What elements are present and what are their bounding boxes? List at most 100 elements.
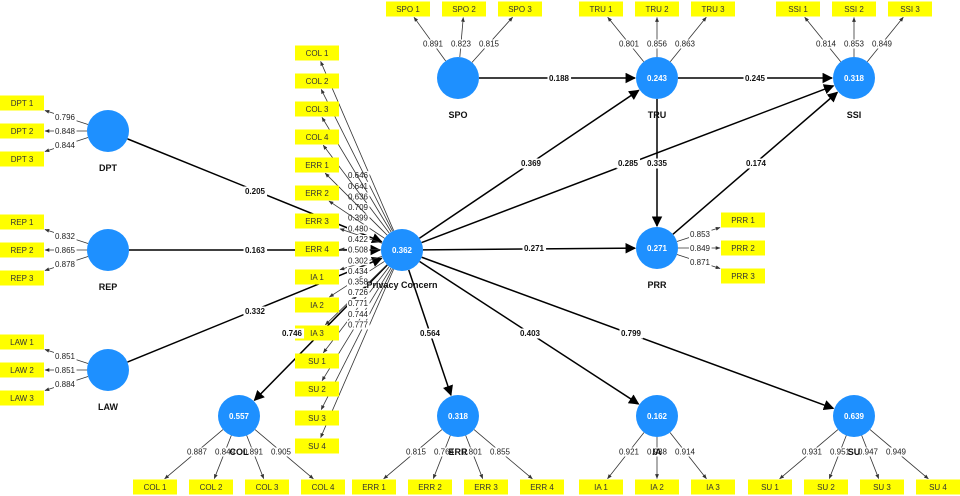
loading-line — [413, 16, 447, 62]
indicator-dpt-2[interactable]: DPT 2 — [0, 123, 44, 139]
indicator-label: IA 3 — [310, 329, 324, 338]
indicator-col-2[interactable]: COL 2 — [295, 73, 339, 89]
indicator-box — [386, 1, 430, 17]
indicator-label: REP 3 — [11, 274, 35, 283]
loading-value: 0.399 — [348, 214, 369, 223]
indicator-su-2[interactable]: SU 2 — [295, 381, 339, 397]
indicator-err-2[interactable]: ERR 2 — [408, 479, 452, 495]
coefficient-label-bg — [280, 328, 305, 339]
indicator-rep-1[interactable]: REP 1 — [0, 214, 44, 230]
loading-label-bg — [688, 258, 712, 267]
loading-value: 0.646 — [348, 171, 369, 180]
indicator-su-2[interactable]: SU 2 — [804, 479, 848, 495]
indicator-spo-2[interactable]: SPO 2 — [442, 1, 486, 17]
loading-label-bg — [185, 447, 209, 457]
indicator-tru-2[interactable]: TRU 2 — [635, 1, 679, 17]
latent-circle — [437, 57, 479, 99]
loading-label-bg — [213, 447, 237, 457]
latent-spo[interactable]: SPO — [437, 57, 479, 120]
indicator-su-1[interactable]: SU 1 — [748, 479, 792, 495]
loading-line — [465, 435, 484, 480]
loading-label-bg — [53, 352, 77, 361]
indicator-dpt-1[interactable]: DPT 1 — [0, 95, 44, 111]
indicator-box — [0, 242, 44, 258]
indicator-col-1[interactable]: COL 1 — [133, 479, 177, 495]
indicator-prr-2[interactable]: PRR 2 — [721, 240, 765, 256]
indicator-err-4[interactable]: ERR 4 — [295, 241, 339, 257]
loading-label-bg — [884, 447, 908, 457]
loading-label-bg — [617, 447, 641, 457]
indicator-err-4[interactable]: ERR 4 — [520, 479, 564, 495]
latent-law[interactable]: LAW — [87, 349, 129, 412]
loading-value: 0.801 — [619, 40, 640, 49]
indicator-err-3[interactable]: ERR 3 — [295, 213, 339, 229]
loading-value: 0.796 — [55, 113, 76, 122]
indicator-col-3[interactable]: COL 3 — [245, 479, 289, 495]
indicator-col-3[interactable]: COL 3 — [295, 101, 339, 117]
loading-label-bg — [346, 181, 370, 191]
indicator-col-4[interactable]: COL 4 — [295, 129, 339, 145]
indicator-err-1[interactable]: ERR 1 — [352, 479, 396, 495]
coefficient-label-bg — [243, 186, 268, 197]
indicator-col-2[interactable]: COL 2 — [189, 479, 233, 495]
indicator-rep-3[interactable]: REP 3 — [0, 270, 44, 286]
indicator-su-4[interactable]: SU 4 — [295, 438, 339, 454]
path-coefficient: 0.285 — [618, 159, 639, 168]
indicator-tru-1[interactable]: TRU 1 — [579, 1, 623, 17]
latent-circle — [87, 229, 129, 271]
indicator-box — [245, 479, 289, 495]
loading-value: 0.801 — [462, 448, 483, 457]
latent-circle — [636, 57, 678, 99]
indicator-law-3[interactable]: LAW 3 — [0, 390, 44, 406]
indicator-tru-3[interactable]: TRU 3 — [691, 1, 735, 17]
path-coefficient: 0.205 — [245, 187, 266, 196]
indicator-spo-3[interactable]: SPO 3 — [498, 1, 542, 17]
indicator-spo-1[interactable]: SPO 1 — [386, 1, 430, 17]
indicator-box — [916, 479, 960, 495]
indicator-ssi-2[interactable]: SSI 2 — [832, 1, 876, 17]
indicator-box — [0, 214, 44, 230]
loading-value: 0.641 — [348, 182, 369, 191]
indicator-su-3[interactable]: SU 3 — [295, 410, 339, 426]
indicator-ssi-3[interactable]: SSI 3 — [888, 1, 932, 17]
indicator-err-1[interactable]: ERR 1 — [295, 157, 339, 173]
indicator-law-1[interactable]: LAW 1 — [0, 334, 44, 350]
indicator-err-2[interactable]: ERR 2 — [295, 185, 339, 201]
indicator-law-2[interactable]: LAW 2 — [0, 362, 44, 378]
indicator-ia-1[interactable]: IA 1 — [579, 479, 623, 495]
indicator-box — [295, 241, 339, 257]
indicator-ia-2[interactable]: IA 2 — [295, 297, 339, 313]
indicator-col-4[interactable]: COL 4 — [301, 479, 345, 495]
indicator-label: SPO 2 — [452, 5, 476, 14]
indicator-err-3[interactable]: ERR 3 — [464, 479, 508, 495]
indicator-ssi-1[interactable]: SSI 1 — [776, 1, 820, 17]
indicator-prr-1[interactable]: PRR 1 — [721, 212, 765, 228]
indicator-label: SSI 2 — [844, 5, 864, 14]
indicator-col-1[interactable]: COL 1 — [295, 45, 339, 61]
indicator-su-1[interactable]: SU 1 — [295, 353, 339, 369]
indicator-ia-1[interactable]: IA 1 — [295, 269, 339, 285]
indicator-ia-3[interactable]: IA 3 — [295, 325, 339, 341]
indicator-ia-2[interactable]: IA 2 — [635, 479, 679, 495]
indicator-dpt-3[interactable]: DPT 3 — [0, 151, 44, 167]
path-coefficient: 0.271 — [524, 244, 545, 253]
indicator-rep-2[interactable]: REP 2 — [0, 242, 44, 258]
indicator-prr-3[interactable]: PRR 3 — [721, 268, 765, 284]
indicator-su-4[interactable]: SU 4 — [916, 479, 960, 495]
indicator-ia-3[interactable]: IA 3 — [691, 479, 735, 495]
loading-value: 0.814 — [816, 40, 837, 49]
indicator-label: SSI 3 — [900, 5, 920, 14]
latent-dpt[interactable]: DPT — [87, 110, 129, 173]
latent-rep[interactable]: REP — [87, 229, 129, 292]
indicator-su-3[interactable]: SU 3 — [860, 479, 904, 495]
loading-label-bg — [241, 447, 265, 457]
latent-circle — [437, 395, 479, 437]
